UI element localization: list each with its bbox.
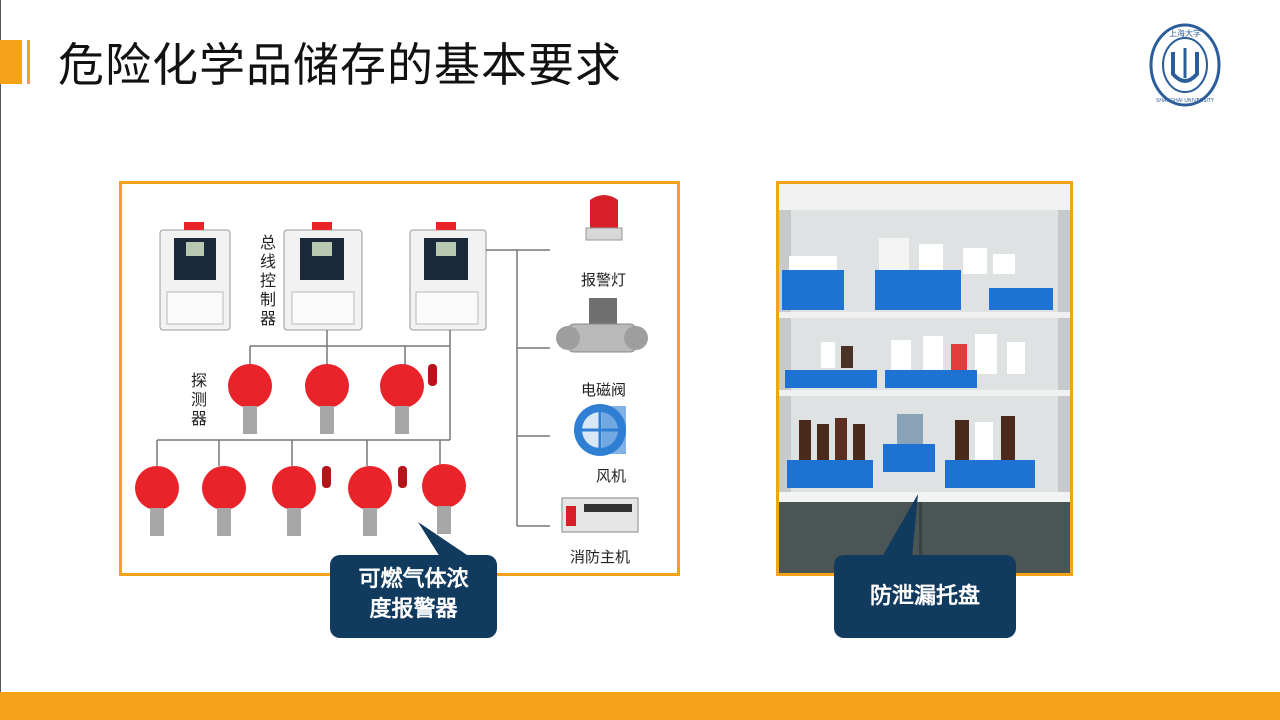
gas-alarm-callout: 可燃气体浓 度报警器 xyxy=(330,555,497,638)
blue-tray xyxy=(883,444,935,472)
system-wiring-diagram xyxy=(135,195,648,536)
slide-left-border xyxy=(0,0,1,720)
logo-glyphs: 上海大学 xyxy=(1169,28,1201,38)
bottom-accent-bar xyxy=(0,692,1280,720)
blue-tray xyxy=(875,270,961,310)
fire-control-host-device xyxy=(561,497,639,533)
shanghai-university-logo: 上海大学 SHANGHAI UNIVERSITY xyxy=(1149,23,1221,107)
detector-lower-5 xyxy=(422,464,466,534)
bus-controller-label: 总线控制器 xyxy=(259,233,276,328)
detector-upper-3 xyxy=(380,364,437,434)
bus-controller-2 xyxy=(283,222,363,331)
blue-tray xyxy=(782,270,844,310)
detector-lower-2 xyxy=(202,466,246,536)
wiring-lines xyxy=(156,249,550,527)
detector-lower-1 xyxy=(135,466,179,536)
gas-alarm-system-diagram: 总线控制器 探测器 报警灯 电磁阀 风机 消防主机 xyxy=(119,181,680,576)
blue-tray xyxy=(989,288,1053,310)
solenoid-valve-device xyxy=(556,298,648,353)
detector-lower-4 xyxy=(348,466,407,536)
slide-title: 危险化学品储存的基本要求 xyxy=(58,38,622,92)
blue-tray xyxy=(885,370,977,388)
alarm-light-label: 报警灯 xyxy=(581,271,627,289)
fire-control-host-label: 消防主机 xyxy=(570,548,631,566)
blue-tray xyxy=(945,460,1035,488)
chemical-cabinet-photo xyxy=(776,181,1073,576)
detector-upper-2 xyxy=(305,364,349,434)
title-accent-line xyxy=(27,40,30,84)
title-accent-block xyxy=(0,40,22,84)
blue-tray xyxy=(785,370,877,388)
gas-alarm-callout-line-2: 度报警器 xyxy=(369,597,458,622)
gas-alarm-callout-line-1: 可燃气体浓 xyxy=(358,567,469,592)
anti-leak-tray-callout: 防泄漏托盘 xyxy=(834,555,1016,638)
detector-label: 探测器 xyxy=(190,371,207,428)
detector-upper-1 xyxy=(228,364,272,434)
bus-controller-3 xyxy=(409,222,487,331)
cabinet-illustration xyxy=(779,184,1070,573)
detector-lower-3 xyxy=(272,466,331,536)
fan-label: 风机 xyxy=(596,467,627,485)
bus-controller-1 xyxy=(159,222,231,331)
tray-callout-pointer xyxy=(882,494,918,557)
solenoid-valve-label: 电磁阀 xyxy=(581,381,627,399)
fan-device xyxy=(574,404,626,456)
alarm-light-device xyxy=(585,195,623,241)
gas-callout-pointer xyxy=(418,522,470,557)
blue-tray xyxy=(787,460,873,488)
logo-name: SHANGHAI UNIVERSITY xyxy=(1156,98,1215,104)
